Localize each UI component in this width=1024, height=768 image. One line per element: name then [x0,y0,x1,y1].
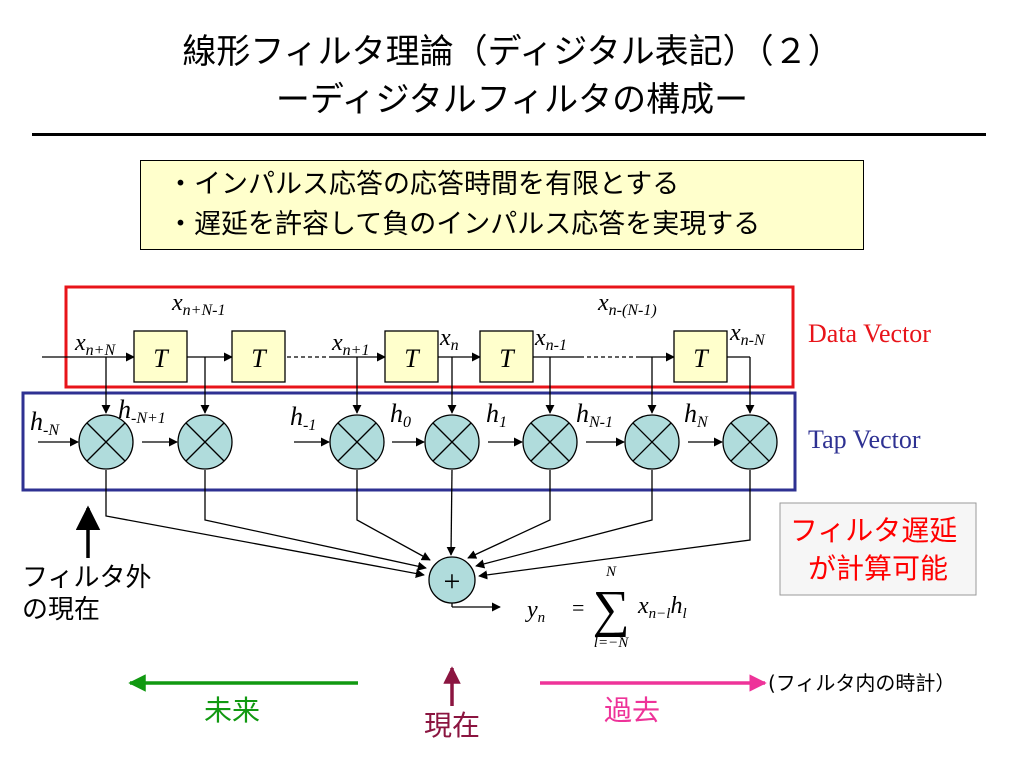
multiplier-1 [177,414,233,470]
signal-label-x-n-plus-1: xn+1 [331,330,369,359]
title-divider [32,133,986,136]
tap-label-0: h-N [30,407,60,439]
tap-label-5: hN-1 [576,399,613,431]
svg-text:xn−lhl: xn−lhl [637,593,687,622]
delay-box-label-0: T [153,344,169,373]
tap-label-1: h-N+1 [118,395,166,427]
signal-label-top-left: xn+N-1 [171,290,225,319]
data-vector-label: Data Vector [808,319,931,348]
output-formula: yn = ∑ N l=−N xn−lhl [525,564,687,651]
svg-text:l=−N: l=−N [594,635,629,651]
delay-box-label-1: T [251,344,267,373]
signal-label-input: xn+N [74,330,116,359]
slide-title-line1: 線形フィルタ理論（ディジタル表記）（２） [182,32,842,72]
adder-circle [428,556,476,604]
adder-plus: + [444,565,461,598]
multiplier-0 [78,414,134,470]
tap-vector-frame [21,391,797,492]
bullet-item-2: ・遅延を許容して負のインパルス応答を実現する [167,209,761,240]
svg-text:N: N [605,564,617,580]
future-label: 未来 [204,694,260,727]
multiplier-5 [624,414,680,470]
outside-now-label: フィルタ外 の現在 [22,563,160,625]
filter-delay-note-box [779,502,977,596]
past-label: 過去 [604,694,660,727]
svg-text:=: = [572,595,584,620]
multiplier-2 [329,414,385,470]
signal-label-top-right: xn-(N-1) [597,290,657,319]
svg-text:∑: ∑ [592,581,629,638]
multiplier-6 [722,414,778,470]
signal-label-x-n: xn [439,325,459,354]
delay-box-0 [133,330,188,383]
slide-title: 線形フィルタ理論（ディジタル表記）（２） ーディジタルフィルタの構成ー [0,28,1024,124]
delay-box-label-3: T [499,344,515,373]
bullet-box: ・インパルス応答の応答時間を有限とする ・遅延を許容して負のインパルス応答を実現… [140,160,864,250]
signal-label-x-n-minus-1: xn-1 [534,325,567,354]
filter-delay-note: フィルタ遅延 が計算可能 [790,514,966,585]
signal-label-output: xn-N [729,320,766,349]
multiplier-4 [522,414,578,470]
delay-box-4 [673,330,728,383]
delay-box-1 [231,330,286,383]
tap-label-3: h0 [390,399,411,431]
delay-box-3 [479,330,534,383]
svg-text:yn: yn [525,597,545,626]
slide-title-line2: ーディジタルフィルタの構成ー [275,80,749,120]
internal-clock-note: (フィルタ内の時計） [768,671,955,695]
data-vector-frame [64,285,795,389]
delay-box-label-4: T [693,344,709,373]
delay-box-label-2: T [404,344,420,373]
tap-vector-label: Tap Vector [808,425,921,454]
tap-label-2: h-1 [290,402,316,434]
tap-label-4: h1 [486,399,507,431]
delay-box-2 [384,330,439,383]
tap-label-6: hN [684,399,709,431]
bullet-item-1: ・インパルス応答の応答時間を有限とする [167,169,680,200]
now-label: 現在 [424,709,480,742]
multiplier-3 [424,414,480,470]
